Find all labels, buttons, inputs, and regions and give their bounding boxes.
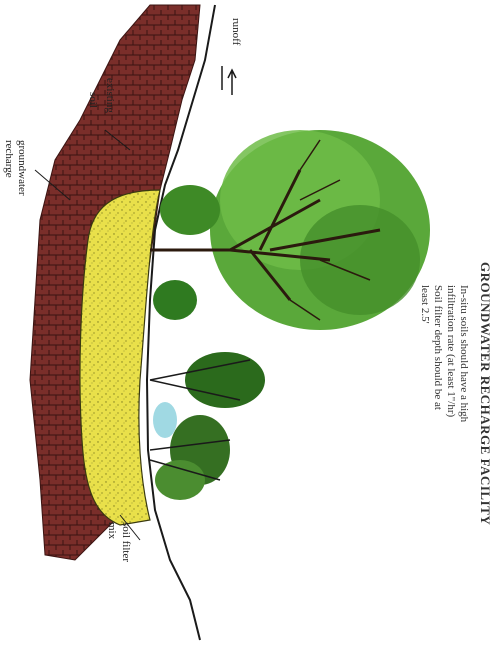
diagram-title: GROUNDWATER RECHARGE FACILITY (477, 262, 493, 525)
description-text: In-situ soils should have a high infiltr… (418, 285, 470, 525)
runoff-arrow-icon (222, 66, 236, 95)
description-line: In-situ soils should have a high (457, 285, 470, 525)
runoff-label: runoff (230, 18, 242, 45)
description-line: infiltration rate (at least 1"/hr) (444, 285, 457, 525)
description-line: least 2.5' (418, 285, 431, 525)
groundwater-label: groundwater (16, 140, 28, 196)
soil-filter-label: soil filter (120, 522, 132, 562)
soil-label: soil (87, 92, 99, 108)
existing-label: existing (104, 78, 116, 113)
mix-label: mix (106, 522, 118, 539)
recharge-label: recharge (3, 140, 15, 178)
description-line: Soil filter depth should be at (431, 285, 444, 525)
